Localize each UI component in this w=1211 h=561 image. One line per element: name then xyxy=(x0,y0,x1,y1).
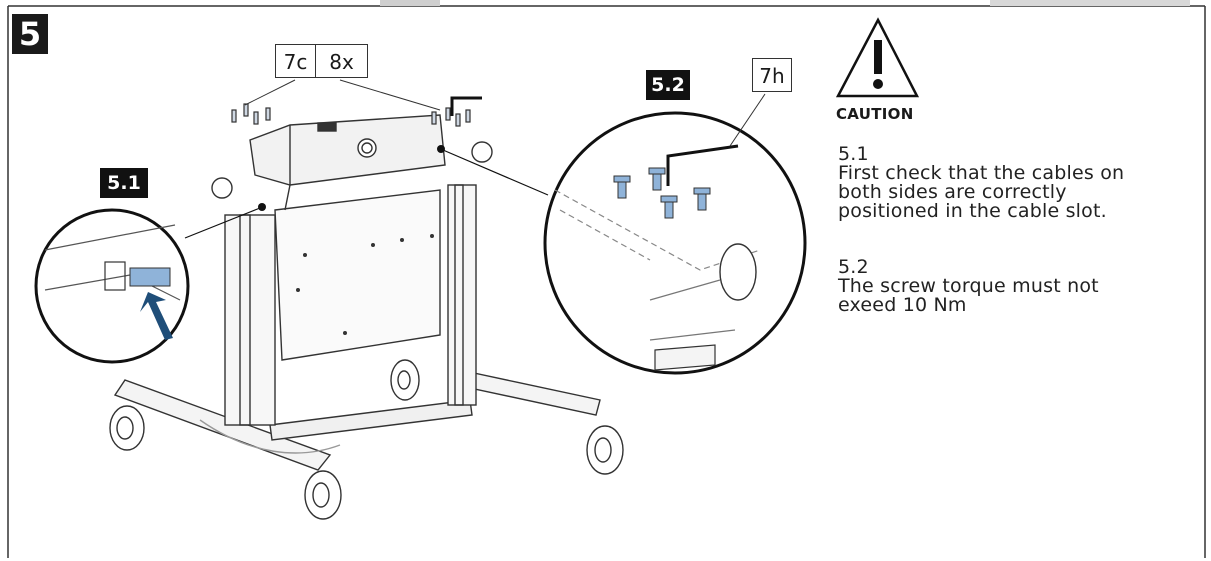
detail-label-5-2: 5.2 xyxy=(646,70,690,100)
cart-base xyxy=(113,369,601,471)
caster-wheels xyxy=(109,359,624,520)
detail-circle-5-2 xyxy=(437,93,807,375)
hex-key-small xyxy=(450,96,482,116)
caution-note-1: 5.1 First check that the cables on both … xyxy=(838,145,1198,221)
caution-note-2: 5.2 The screw torque must not exeed 10 N… xyxy=(838,258,1198,315)
cart-uprights xyxy=(224,184,477,426)
machine-body xyxy=(211,114,493,361)
step-number-badge: 5 xyxy=(12,14,48,54)
part-callout-7h: 7h xyxy=(752,58,792,92)
quantity-callout: 8x xyxy=(315,44,368,78)
caution-label: CAUTION xyxy=(836,105,914,123)
detail-circle-5-1 xyxy=(34,203,266,364)
warning-triangle-icon xyxy=(835,17,920,98)
part-callout-7c: 7c xyxy=(275,44,316,78)
note-number: 5.2 xyxy=(838,256,869,278)
note-text: First check that the cables on both side… xyxy=(838,162,1125,222)
detail-label-5-1: 5.1 xyxy=(100,168,148,198)
note-text: The screw torque must not exeed 10 Nm xyxy=(838,275,1099,316)
screw-group-top xyxy=(231,103,471,127)
note-number: 5.1 xyxy=(838,143,869,165)
